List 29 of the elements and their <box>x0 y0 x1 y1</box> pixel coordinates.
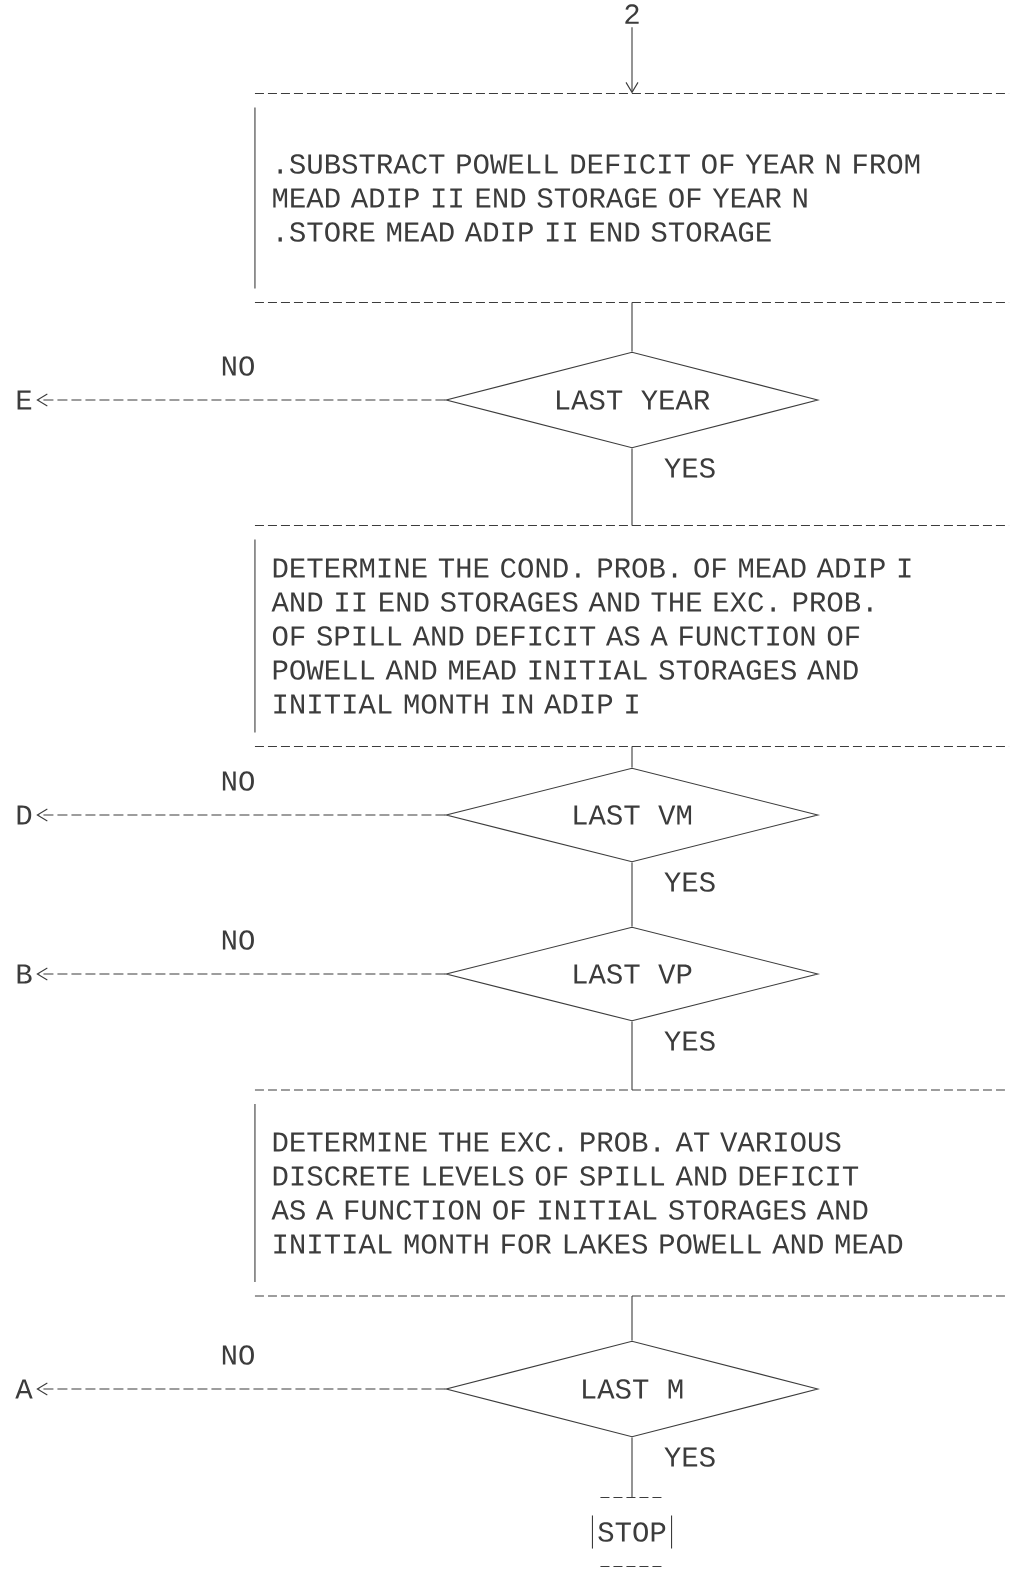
edge-label: YES <box>661 870 719 894</box>
connector-line <box>631 448 633 526</box>
arrow <box>36 1382 446 1396</box>
arrow <box>625 26 639 94</box>
edge-label: NO <box>218 928 258 952</box>
connector-letter: E <box>17 390 32 410</box>
connector-line <box>631 862 633 927</box>
connector-letter: A <box>15 1379 33 1399</box>
edge-label: YES <box>661 1029 719 1053</box>
edge-label: YES <box>661 1445 719 1469</box>
connector-line <box>631 1295 633 1341</box>
process-box: DETERMINE THE COND. PROB. OF MEAD ADIP I AND II END STORAGES AND THE EXC. PROB. OF SPILL AND DEFICIT AS A FUNCTION OF POWELL AND MEAD INITIAL STORAGES AND INITIAL MONTH IN ADIP I <box>254 524 1010 748</box>
edge-label: NO <box>218 1343 258 1367</box>
process-box: .SUBSTRACT POWELL DEFICIT OF YEAR N FROM MEAD ADIP II END STORAGE OF YEAR N .STORE MEAD ADIP II END STORAGE <box>254 92 1010 304</box>
connector-letter: D <box>17 805 32 825</box>
edge-label: NO <box>218 769 258 793</box>
arrow <box>36 393 446 407</box>
connector-letter: 2 <box>625 4 639 24</box>
connector-line <box>631 1437 633 1498</box>
arrow <box>36 967 446 981</box>
connector-line <box>631 302 633 352</box>
edge-label: NO <box>218 354 258 378</box>
connector-letter: B <box>17 964 32 984</box>
edge-label: YES <box>661 456 719 480</box>
process-box: DETERMINE THE EXC. PROB. AT VARIOUS DISCRETE LEVELS OF SPILL AND DEFICIT AS A FUNCTION OF INITIAL STORAGES AND INITIAL MONTH FOR LAKES POWELL AND MEAD <box>254 1089 1010 1297</box>
terminal-box: STOP <box>591 1496 673 1568</box>
arrow <box>36 808 446 822</box>
connector-line <box>631 1021 633 1091</box>
connector-line <box>631 746 633 768</box>
